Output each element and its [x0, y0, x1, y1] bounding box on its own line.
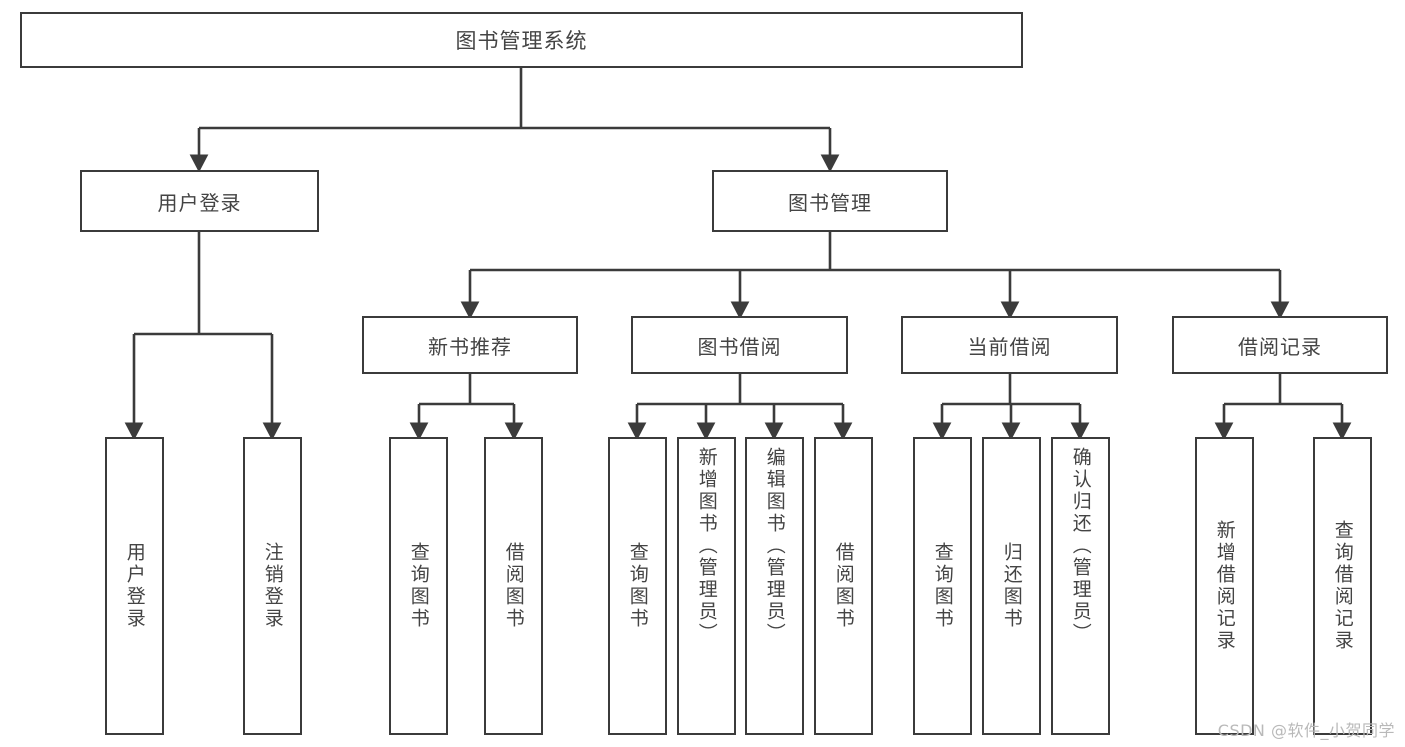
node-book-borrow-label: 图书借阅 — [697, 334, 782, 359]
node-borrow-record[interactable]: 借阅记录 — [1172, 316, 1388, 374]
node-leaf-logout[interactable]: 注销登录 — [243, 437, 302, 735]
node-leaf-borrow-book-2-label: 借阅图书 — [832, 542, 855, 630]
node-root[interactable]: 图书管理系统 — [20, 12, 1023, 68]
node-current-borrow-label: 当前借阅 — [967, 334, 1052, 359]
node-book-manage-label: 图书管理 — [788, 190, 872, 215]
node-user-login[interactable]: 用户登录 — [80, 170, 319, 232]
node-new-book-rec[interactable]: 新书推荐 — [362, 316, 578, 374]
node-book-manage[interactable]: 图书管理 — [712, 170, 948, 232]
node-borrow-record-label: 借阅记录 — [1238, 334, 1322, 359]
node-current-borrow[interactable]: 当前借阅 — [901, 316, 1118, 374]
node-leaf-add-book[interactable]: 新增图书（管理员） — [677, 437, 736, 735]
node-leaf-add-book-label: 新增图书（管理员） — [695, 447, 718, 645]
node-leaf-logout-label: 注销登录 — [261, 542, 284, 630]
node-leaf-add-record-label: 新增借阅记录 — [1213, 520, 1236, 652]
node-leaf-borrow-book-1-label: 借阅图书 — [502, 542, 525, 630]
node-leaf-query-book-2-label: 查询图书 — [626, 542, 649, 630]
node-leaf-edit-book[interactable]: 编辑图书（管理员） — [745, 437, 804, 735]
node-leaf-user-login-label: 用户登录 — [123, 542, 146, 630]
node-leaf-return-book[interactable]: 归还图书 — [982, 437, 1041, 735]
node-leaf-query-book-3-label: 查询图书 — [931, 542, 954, 630]
node-leaf-confirm-return[interactable]: 确认归还（管理员） — [1051, 437, 1110, 735]
node-leaf-query-book-1-label: 查询图书 — [407, 542, 430, 630]
node-book-borrow[interactable]: 图书借阅 — [631, 316, 848, 374]
watermark-text: CSDN @软件_小贺同学 — [1217, 721, 1395, 740]
node-new-book-rec-label: 新书推荐 — [428, 334, 512, 359]
node-leaf-borrow-book-2[interactable]: 借阅图书 — [814, 437, 873, 735]
node-leaf-query-record-label: 查询借阅记录 — [1331, 520, 1354, 652]
node-leaf-user-login[interactable]: 用户登录 — [105, 437, 164, 735]
node-leaf-borrow-book-1[interactable]: 借阅图书 — [484, 437, 543, 735]
node-leaf-query-record[interactable]: 查询借阅记录 — [1313, 437, 1372, 735]
node-leaf-query-book-1[interactable]: 查询图书 — [389, 437, 448, 735]
node-root-label: 图书管理系统 — [455, 29, 588, 53]
node-leaf-confirm-return-label: 确认归还（管理员） — [1069, 447, 1092, 645]
node-user-login-label: 用户登录 — [157, 190, 242, 215]
node-leaf-edit-book-label: 编辑图书（管理员） — [763, 447, 786, 645]
node-leaf-add-record[interactable]: 新增借阅记录 — [1195, 437, 1254, 735]
node-leaf-query-book-2[interactable]: 查询图书 — [608, 437, 667, 735]
node-leaf-query-book-3[interactable]: 查询图书 — [913, 437, 972, 735]
node-leaf-return-book-label: 归还图书 — [1000, 542, 1023, 630]
